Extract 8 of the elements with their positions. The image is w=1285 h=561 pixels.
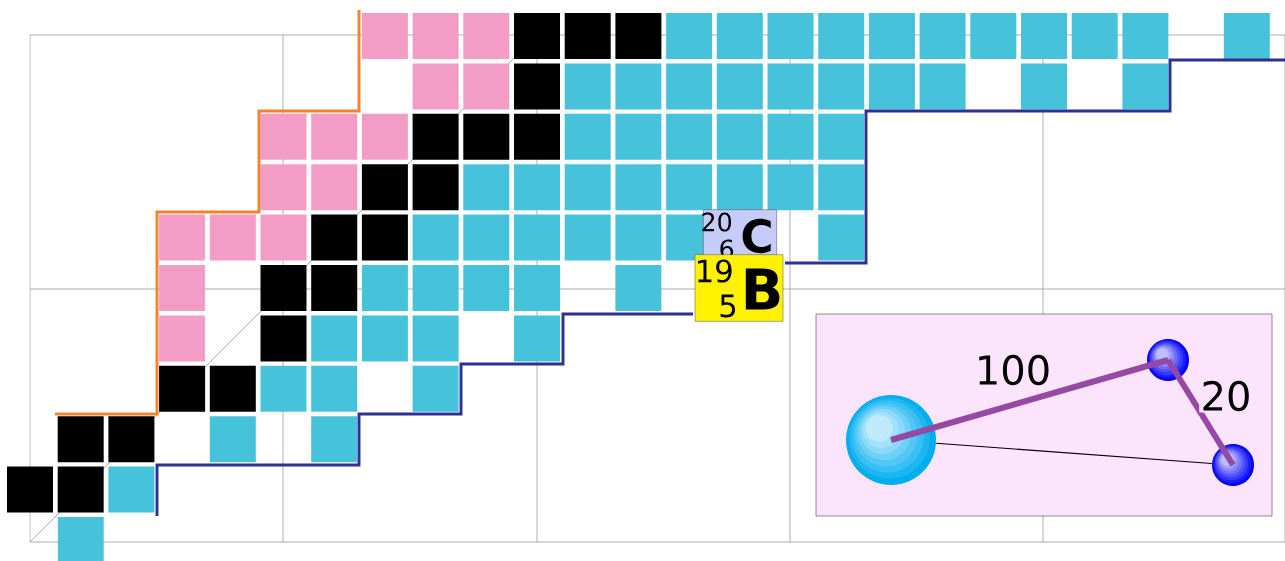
connector-line bbox=[1165, 358, 1236, 467]
edge-label: 20 bbox=[1203, 380, 1249, 412]
sphere bbox=[1212, 444, 1254, 486]
connector-line bbox=[890, 357, 1169, 443]
sphere bbox=[846, 395, 936, 485]
sphere bbox=[1147, 339, 1189, 381]
edge-label: 100 bbox=[979, 354, 1049, 386]
connector-line bbox=[935, 442, 1213, 464]
